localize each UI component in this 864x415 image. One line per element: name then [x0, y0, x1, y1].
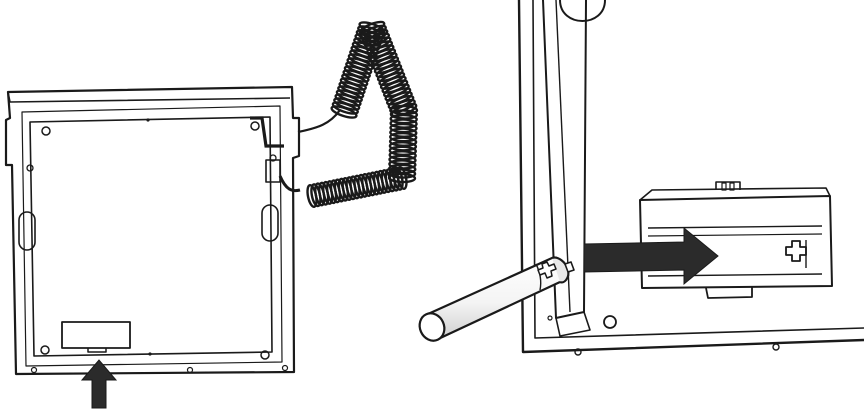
coiled-handset-cord	[250, 20, 418, 208]
battery-compartment-panel	[519, 0, 864, 355]
phone-base-inner-panel	[30, 117, 272, 356]
plus-polarity-icon	[786, 241, 806, 261]
battery-hatch	[62, 322, 130, 348]
phone-underside-panel	[6, 87, 299, 374]
up-arrow-icon	[82, 360, 116, 408]
screw-hole	[251, 122, 259, 130]
screw-hole	[41, 346, 49, 354]
handset-handle	[560, 0, 605, 21]
cord-jack	[266, 160, 280, 182]
battery-compartment	[640, 182, 832, 298]
screw-hole	[42, 127, 50, 135]
aa-battery-icon	[415, 258, 574, 345]
